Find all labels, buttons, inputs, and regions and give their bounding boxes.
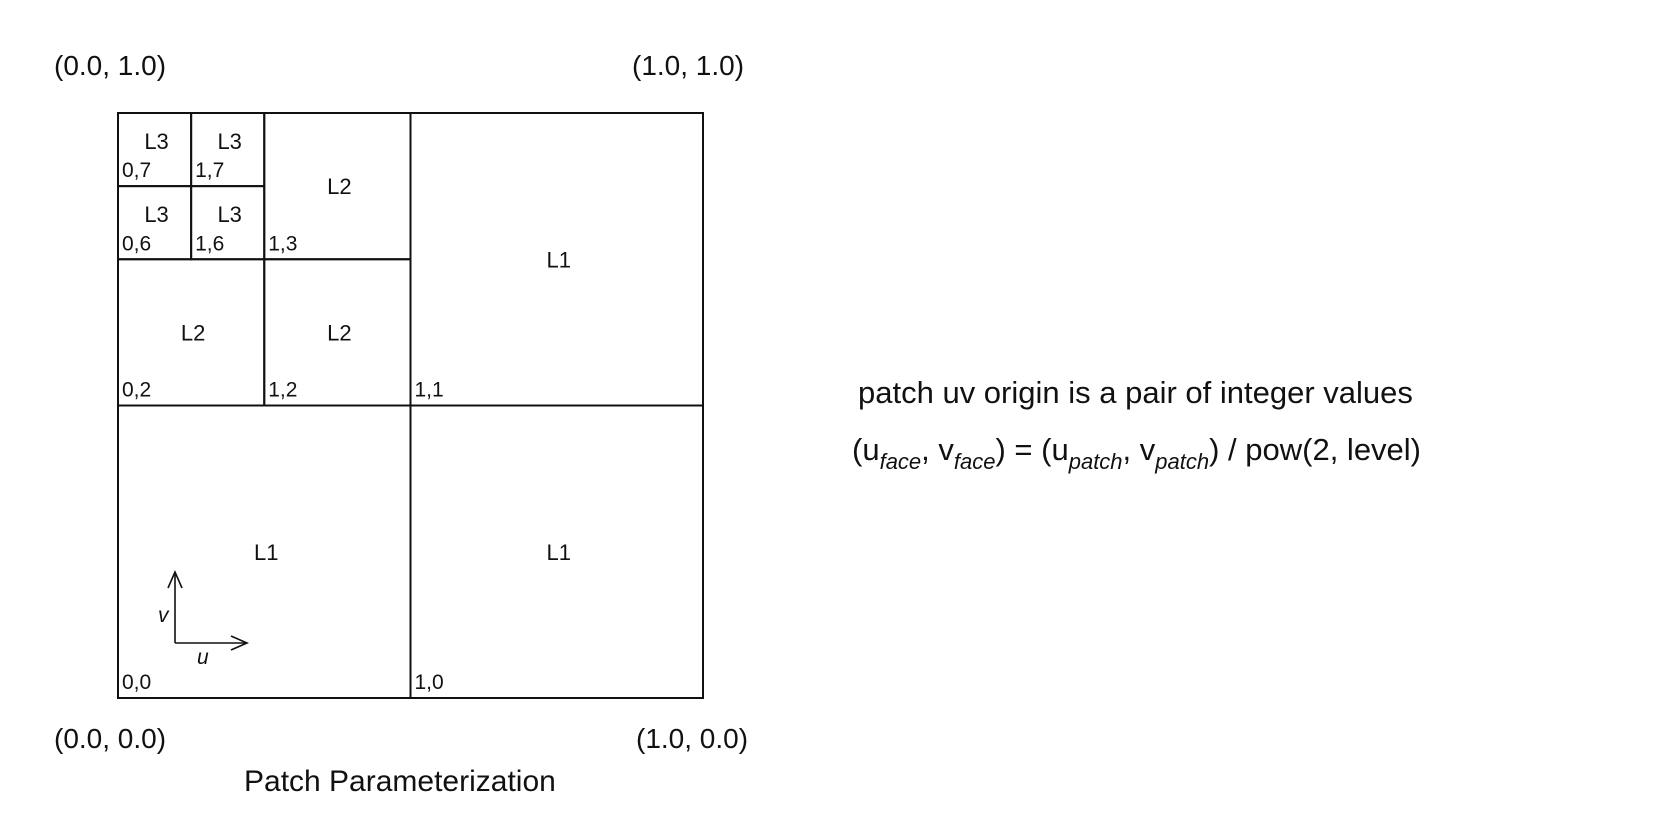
formula-part: , v	[921, 432, 954, 467]
patch-grid-diagram: L1 0,0 L1 1,0 L1 1,1 L2 0,2 L2 1,2 L2 1,3 L3 0,6 L3 1,6…	[117, 112, 704, 699]
u-axis-arrowhead	[230, 635, 249, 651]
patch-level-label: L3	[217, 129, 241, 154]
formula-part: ) / pow(2, level)	[1209, 432, 1422, 467]
uv-formula: (uface, vface) = (upatch, vpatch) / pow(…	[852, 432, 1422, 473]
patch-level-label: L1	[547, 247, 571, 272]
formula-subscript: patch	[1068, 449, 1123, 474]
uv-axis-indicator: v u	[158, 570, 249, 669]
corner-label-bottom-left: (0.0, 0.0)	[54, 723, 167, 754]
patch-cell	[190, 112, 266, 188]
formula-part: , v	[1122, 432, 1156, 467]
patch-index-label: 0,7	[122, 159, 151, 182]
corner-label-top-left: (0.0, 1.0)	[54, 50, 167, 81]
v-axis-arrowhead	[167, 570, 183, 589]
patch-cells: L1 0,0 L1 1,0 L1 1,1 L2 0,2 L2 1,2 L2 1,3 L3 0,6 L3 1,6…	[117, 112, 704, 699]
patch-index-label: 0,6	[122, 232, 151, 255]
patch-level-label: L3	[144, 129, 168, 154]
formula-subscript: face	[879, 449, 922, 474]
equation-description: patch uv origin is a pair of integer val…	[858, 375, 1413, 410]
formula-part: (u	[852, 432, 880, 467]
patch-level-label: L1	[547, 540, 571, 565]
formula-subscript: patch	[1155, 449, 1210, 474]
patch-index-label: 0,0	[122, 671, 151, 694]
patch-level-label: L3	[144, 202, 168, 227]
patch-index-label: 1,0	[415, 671, 444, 694]
corner-label-bottom-right: (1.0, 0.0)	[636, 723, 749, 754]
patch-level-label: L2	[327, 174, 351, 199]
formula-part: ) = (u	[995, 432, 1069, 467]
v-axis-label: v	[158, 604, 170, 627]
patch-index-label: 1,1	[415, 379, 444, 402]
u-axis-label: u	[197, 646, 209, 669]
patch-index-label: 1,2	[268, 379, 297, 402]
formula-subscript: face	[953, 449, 996, 474]
patch-level-label: L2	[327, 320, 351, 345]
patch-level-label: L3	[217, 202, 241, 227]
patch-index-label: 1,3	[268, 232, 297, 255]
patch-index-label: 1,7	[195, 159, 224, 182]
patch-level-label: L2	[181, 320, 205, 345]
diagram-caption: Patch Parameterization	[244, 765, 556, 798]
patch-index-label: 1,6	[195, 232, 224, 255]
corner-label-top-right: (1.0, 1.0)	[632, 50, 745, 81]
patch-level-label: L1	[254, 540, 278, 565]
patch-index-label: 0,2	[122, 379, 151, 402]
